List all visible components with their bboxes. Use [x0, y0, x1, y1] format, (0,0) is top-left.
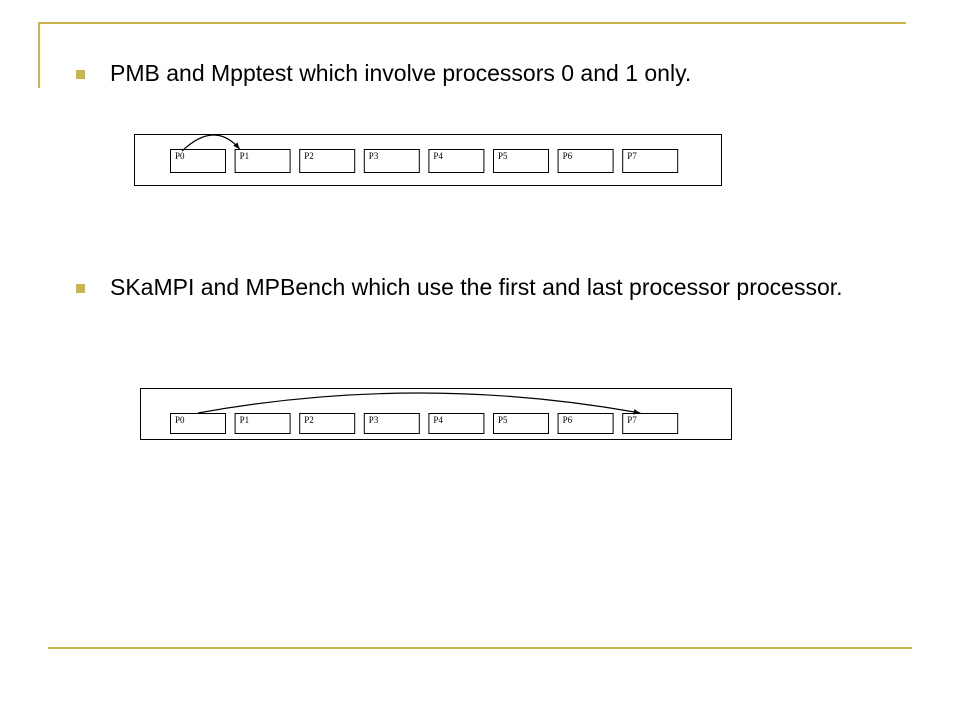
processor-box	[170, 413, 226, 434]
processor-label: P3	[369, 151, 379, 161]
processor-label: P5	[498, 415, 508, 425]
diagram-2-canvas: P0 P1 P2 P3 P4 P5 P6 P7	[140, 388, 732, 440]
bullet-text-1: PMB and Mpptest which involve processors…	[110, 60, 692, 86]
processor-box	[428, 413, 485, 434]
processor-box	[363, 413, 420, 434]
processor-label: P4	[433, 415, 443, 425]
processor-label: P0	[175, 415, 185, 425]
message-arrow	[197, 392, 641, 414]
processor-label: P4	[433, 151, 443, 161]
processor-box	[557, 149, 614, 173]
diagram-frame	[140, 388, 732, 440]
processor-box	[622, 413, 679, 434]
square-bullet-icon	[76, 70, 85, 79]
processor-label: P6	[563, 151, 573, 161]
diagram-frame	[134, 134, 722, 186]
processor-label: P2	[304, 151, 314, 161]
arrowhead-icon	[233, 142, 240, 149]
processor-box	[622, 149, 679, 173]
processor-label: P6	[563, 415, 573, 425]
arrowhead-icon	[633, 409, 641, 415]
processor-box	[234, 149, 291, 173]
processor-label: P1	[240, 151, 250, 161]
processor-label: P7	[627, 415, 637, 425]
processor-label: P3	[369, 415, 379, 425]
diagram-1-canvas: P0 P1 P2 P3 P4 P5 P6 P7	[134, 134, 722, 186]
processor-box	[428, 149, 485, 173]
processor-box	[234, 413, 291, 434]
left-rule	[38, 22, 40, 88]
processor-label: P7	[627, 151, 637, 161]
bullet-text-2: SKaMPI and MPBench which use the first a…	[110, 274, 843, 300]
processor-box	[299, 413, 356, 434]
square-bullet-icon	[76, 284, 85, 293]
processor-box	[493, 149, 549, 173]
processor-box	[363, 149, 420, 173]
processor-box	[299, 149, 356, 173]
processor-label: P0	[175, 151, 185, 161]
processor-diagram-1: P0 P1 P2 P3 P4 P5 P6 P7	[134, 134, 722, 186]
processor-label: P5	[498, 151, 508, 161]
processor-label: P2	[304, 415, 314, 425]
bottom-rule	[48, 647, 912, 649]
processor-box	[557, 413, 614, 434]
processor-diagram-2: P0 P1 P2 P3 P4 P5 P6 P7	[140, 388, 732, 440]
processor-box	[493, 413, 549, 434]
processor-label: P1	[240, 415, 250, 425]
message-arrow	[181, 134, 241, 152]
processor-box	[170, 149, 226, 173]
top-rule	[40, 22, 906, 24]
